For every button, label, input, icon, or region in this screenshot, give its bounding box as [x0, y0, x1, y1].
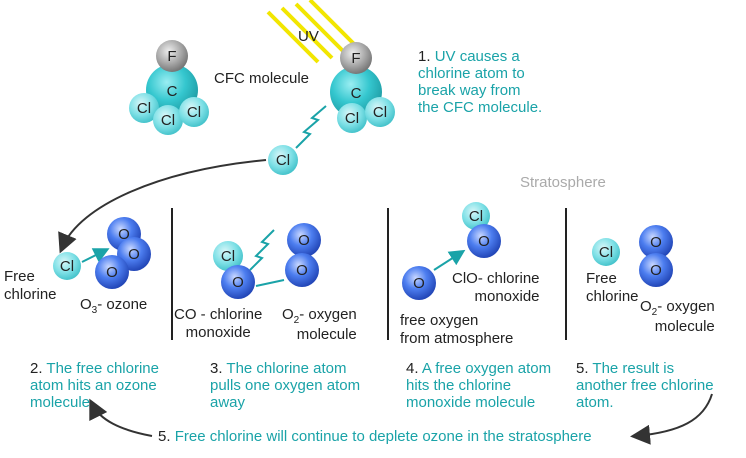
atom-label-f-left: F: [167, 48, 176, 65]
panel2-o2-molecule: [285, 223, 321, 287]
step1-line-1: UV causes a: [434, 48, 520, 65]
panel4-o2-label: O2- oxygen molecule: [640, 298, 715, 335]
panel4-free-chlorine-label: Free chlorine: [586, 270, 639, 305]
atom-label-cl-p2: Cl: [221, 248, 235, 265]
atom-label-cl-right-1: Cl: [345, 110, 359, 127]
atom-label-c-right: C: [351, 85, 362, 102]
atom-label-o-p1-3: O: [106, 264, 118, 281]
panel4-o2-molecule: [639, 225, 673, 287]
released-chlorine-atom: [268, 145, 298, 175]
atom-label-o-p2-2: O: [298, 232, 310, 249]
panel1-arrow: [81, 248, 110, 263]
panel3-free-oxygen: [402, 266, 436, 300]
panel3-clo-label: ClO- chlorine monoxide: [452, 270, 540, 305]
cfc-molecule-right: [330, 42, 395, 133]
step2-text: 2. The free chlorine atom hits an ozone …: [30, 360, 159, 411]
panel4-free-chlorine: [592, 238, 620, 266]
panel1-ozone-label: O3- ozone: [80, 296, 148, 316]
panel1-free-chlorine-label: Free chlorine: [4, 268, 57, 303]
panel1-ozone: [95, 217, 151, 289]
atom-label-f-right: F: [351, 50, 360, 67]
bottom-arrow-left: [89, 398, 153, 437]
panel3-clo-molecule: [462, 202, 501, 258]
step1-line-2: chlorine atom to: [418, 65, 525, 82]
step1-text: 1. UV causes a chlorine atom to break wa…: [418, 48, 542, 116]
panel3-arrow: [433, 249, 466, 271]
panel2-o2-label: O2- oxygen molecule: [282, 306, 357, 343]
panel2-co-label: CO - chlorine monoxide: [174, 306, 263, 341]
step3-text: 3. The chlorine atom pulls one oxygen at…: [210, 360, 361, 411]
panel2-zigzag: [249, 229, 275, 271]
atom-label-cl-p3: Cl: [469, 208, 483, 225]
cfc-molecule-label: CFC molecule: [214, 70, 310, 87]
atom-label-o-p1-1: O: [118, 226, 130, 243]
atom-label-o-p4-1: O: [650, 234, 662, 251]
atom-label-o-p1-2: O: [128, 246, 140, 263]
atom-label-o-p2-1: O: [232, 274, 244, 291]
panel3-free-oxygen-label: free oxygen from atmosphere: [400, 312, 514, 347]
step1-line-4: the CFC molecule.: [418, 99, 543, 116]
atom-label-c-left: C: [167, 83, 178, 100]
panel2-arrow: [255, 279, 285, 287]
atom-label-o-p3-2: O: [413, 275, 425, 292]
atom-label-o-p4-2: O: [650, 262, 662, 279]
atom-label-o-p3-1: O: [478, 233, 490, 250]
final-step-text: 5. Free chlorine will continue to deplet…: [158, 428, 592, 445]
step1-line-3: break way from: [418, 82, 521, 99]
step5-text: 5. The result is another free chlorine a…: [576, 360, 714, 411]
atom-label-cl-left-3: Cl: [187, 104, 201, 121]
atom-label-cl-left-2: Cl: [161, 112, 175, 129]
panel2-co-molecule: [213, 241, 255, 299]
bond-break-zigzag-1: [295, 105, 327, 149]
cfc-molecule-left: [129, 40, 209, 135]
step4-text: 4. A free oxygen atom hits the chlorine …: [406, 360, 552, 411]
uv-label: UV: [298, 28, 319, 45]
step1-number: 1.: [418, 48, 431, 65]
atom-label-cl-p4: Cl: [599, 244, 613, 261]
stratosphere-label: Stratosphere: [520, 174, 606, 191]
atom-label-o-p2-3: O: [296, 262, 308, 279]
atom-label-cl-released: Cl: [276, 152, 290, 169]
curve-arrow-to-panel1: [58, 159, 267, 254]
atom-label-cl-left-1: Cl: [137, 100, 151, 117]
bottom-arrow-right: [630, 393, 713, 445]
atom-label-cl-p1: Cl: [60, 258, 74, 275]
uv-rays: [266, 0, 358, 64]
atom-label-cl-right-2: Cl: [373, 104, 387, 121]
panel1-free-chlorine: [53, 252, 81, 280]
